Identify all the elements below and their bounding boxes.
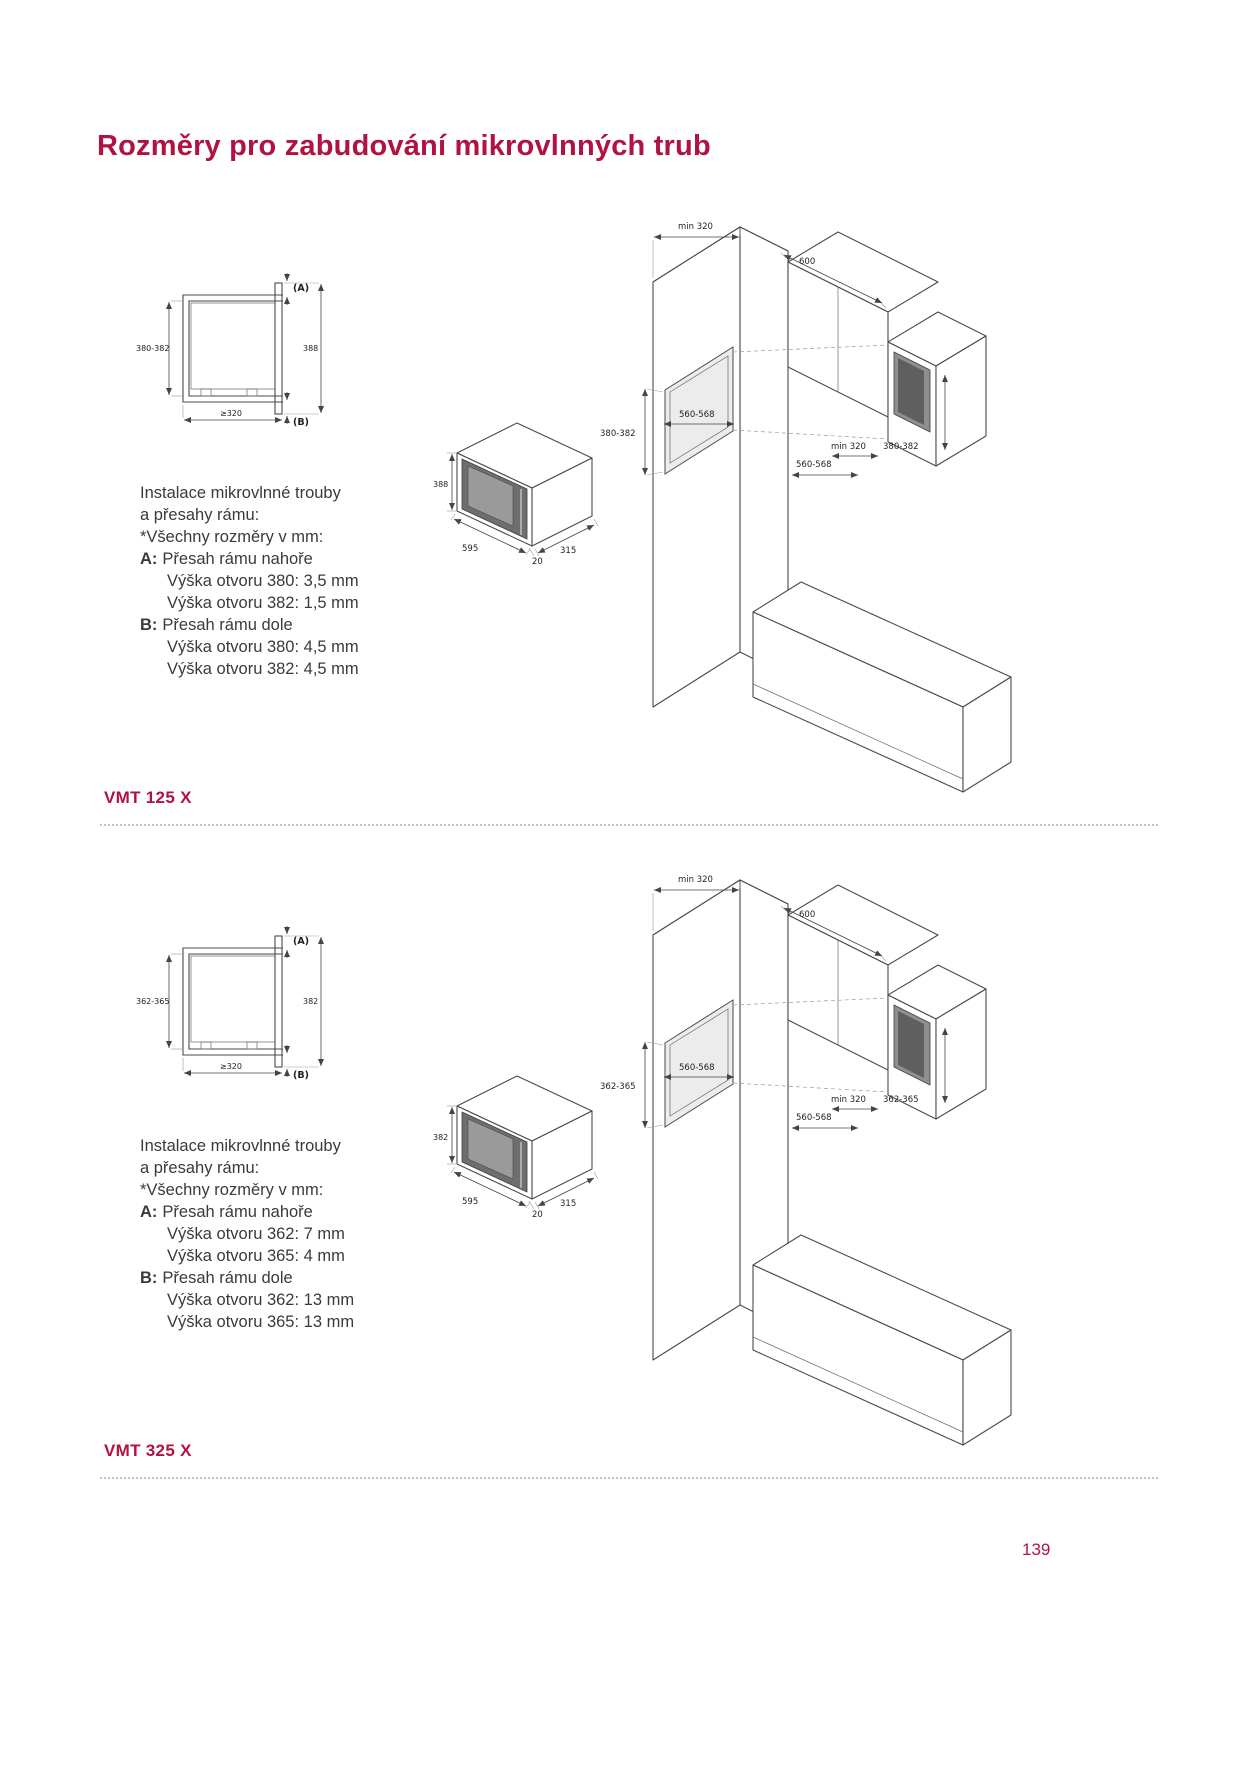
dimension-lines: 362-365 382 ≥320 (A) (B) <box>136 926 324 1081</box>
dim-oven-width: 595 <box>462 544 478 554</box>
note-line: Výška otvoru 382: 1,5 mm <box>167 594 359 612</box>
dim-oven-depth: 315 <box>560 546 576 556</box>
note-line: *Všechny rozměry v mm: <box>140 1181 324 1199</box>
dimension-lines: min 320 600 560-568 362-365 min 320 362-… <box>600 875 948 1131</box>
dim-niche-width-tall: 560-568 <box>679 1063 715 1073</box>
note-line: Výška otvoru 362: 7 mm <box>167 1225 345 1243</box>
dim-min-depth: ≥320 <box>220 409 242 418</box>
note-line: a přesahy rámu: <box>140 506 260 524</box>
dotted-divider <box>100 824 1158 826</box>
dim-depth-min-right: min 320 <box>831 1095 866 1105</box>
dim-opening-height: 362-365 <box>136 997 169 1006</box>
label-overhang-bottom: (B) <box>293 1070 309 1081</box>
model-label: VMT 125 X <box>104 788 192 807</box>
dim-oven-depth: 315 <box>560 1199 576 1209</box>
item-b-label: B: <box>140 616 158 634</box>
item-b-title: Přesah rámu dole <box>162 1269 293 1287</box>
dim-oven-width: 595 <box>462 1197 478 1207</box>
dimension-lines: 388 595 315 20 <box>433 452 599 567</box>
label-overhang-top: (A) <box>293 283 309 294</box>
note-item-b: B:Přesah rámu dole <box>140 614 359 636</box>
cabinet-installation-isometric: min 320 600 560-568 362-365 min 320 362-… <box>600 875 1012 1446</box>
note-line: Instalace mikrovlnné trouby <box>140 484 341 502</box>
microwave-body <box>456 1075 593 1200</box>
dim-oven-frame: 20 <box>532 557 543 567</box>
dim-niche-width-tall: 560-568 <box>679 410 715 420</box>
item-b-label: B: <box>140 1269 158 1287</box>
dim-oven-frame: 20 <box>532 1210 543 1220</box>
product-section-vmt-125-x: 380-382 388 ≥320 (A) (B) Instalace mikro… <box>0 190 1258 843</box>
note-item-a: A:Přesah rámu nahoře <box>140 548 359 570</box>
tall-cabinet-niche <box>664 999 734 1128</box>
note-line: Výška otvoru 365: 4 mm <box>167 1247 345 1265</box>
dim-depth-min-right: min 320 <box>831 442 866 452</box>
tall-cabinet-niche <box>664 346 734 475</box>
note-line: Výška otvoru 380: 4,5 mm <box>167 638 359 656</box>
item-a-label: A: <box>140 1203 158 1221</box>
label-overhang-bottom: (B) <box>293 417 309 428</box>
dim-niche-height-left: 362-365 <box>600 1082 636 1092</box>
note-line: Výška otvoru 365: 13 mm <box>167 1313 355 1331</box>
dotted-divider <box>100 1477 1158 1479</box>
microwave-isometric: 382 595 315 20 <box>433 1075 599 1220</box>
dim-front-height: 388 <box>303 344 318 353</box>
dim-cabinet-width: 600 <box>799 910 815 920</box>
dim-niche-height-left: 380-382 <box>600 429 636 439</box>
dim-niche-width-wall: 560-568 <box>796 460 832 470</box>
dim-oven-height: 388 <box>433 480 448 489</box>
installation-notes: Instalace mikrovlnné trouby a přesahy rá… <box>140 1135 354 1333</box>
niche-cross-section <box>182 282 283 415</box>
dimension-lines: 382 595 315 20 <box>433 1105 599 1220</box>
page-title: Rozměry pro zabudování mikrovlnných trub <box>97 130 711 162</box>
dim-opening-height: 380-382 <box>136 344 169 353</box>
dim-niche-height-right: 362-365 <box>883 1095 919 1105</box>
microwave-body <box>456 422 593 547</box>
dimension-lines: 380-382 388 ≥320 (A) (B) <box>136 273 324 428</box>
dim-depth-min-top: min 320 <box>678 875 713 885</box>
note-line: Výška otvoru 382: 4,5 mm <box>167 660 359 678</box>
dim-cabinet-width: 600 <box>799 257 815 267</box>
item-a-title: Přesah rámu nahoře <box>162 550 313 568</box>
dimension-lines: min 320 600 560-568 380-382 min 320 380-… <box>600 222 948 478</box>
dim-min-depth: ≥320 <box>220 1062 242 1071</box>
side-view-diagram: 380-382 388 ≥320 (A) (B) <box>136 273 324 428</box>
microwave-in-niche <box>898 358 924 425</box>
dim-front-height: 382 <box>303 997 318 1006</box>
model-label: VMT 325 X <box>104 1441 192 1460</box>
installation-notes: Instalace mikrovlnné trouby a přesahy rá… <box>140 482 359 680</box>
niche-cross-section <box>182 935 283 1068</box>
base-cabinet <box>752 581 1012 793</box>
note-line: Výška otvoru 380: 3,5 mm <box>167 572 359 590</box>
microwave-isometric: 388 595 315 20 <box>433 422 599 567</box>
tall-cabinet <box>652 879 789 1361</box>
note-line: a přesahy rámu: <box>140 1159 260 1177</box>
note-line: Výška otvoru 362: 13 mm <box>167 1291 355 1309</box>
wall-cabinets <box>787 884 987 1120</box>
dim-niche-height-right: 380-382 <box>883 442 919 452</box>
wall-cabinets <box>787 231 987 467</box>
dim-niche-width-wall: 560-568 <box>796 1113 832 1123</box>
microwave-in-niche <box>898 1011 924 1078</box>
item-a-title: Přesah rámu nahoře <box>162 1203 313 1221</box>
side-view-diagram: 362-365 382 ≥320 (A) (B) <box>136 926 324 1081</box>
item-a-label: A: <box>140 550 158 568</box>
note-item-a: A:Přesah rámu nahoře <box>140 1201 354 1223</box>
item-b-title: Přesah rámu dole <box>162 616 293 634</box>
dim-depth-min-top: min 320 <box>678 222 713 232</box>
base-cabinet <box>752 1234 1012 1446</box>
page-number: 139 <box>1022 1540 1051 1559</box>
note-line: *Všechny rozměry v mm: <box>140 528 324 546</box>
note-item-b: B:Přesah rámu dole <box>140 1267 354 1289</box>
cabinet-installation-isometric: min 320 600 560-568 380-382 min 320 380-… <box>600 222 1012 793</box>
product-section-vmt-325-x: 362-365 382 ≥320 (A) (B) Instalace mikro… <box>0 843 1258 1496</box>
tall-cabinet <box>652 226 789 708</box>
dim-oven-height: 382 <box>433 1133 448 1142</box>
label-overhang-top: (A) <box>293 936 309 947</box>
note-line: Instalace mikrovlnné trouby <box>140 1137 341 1155</box>
